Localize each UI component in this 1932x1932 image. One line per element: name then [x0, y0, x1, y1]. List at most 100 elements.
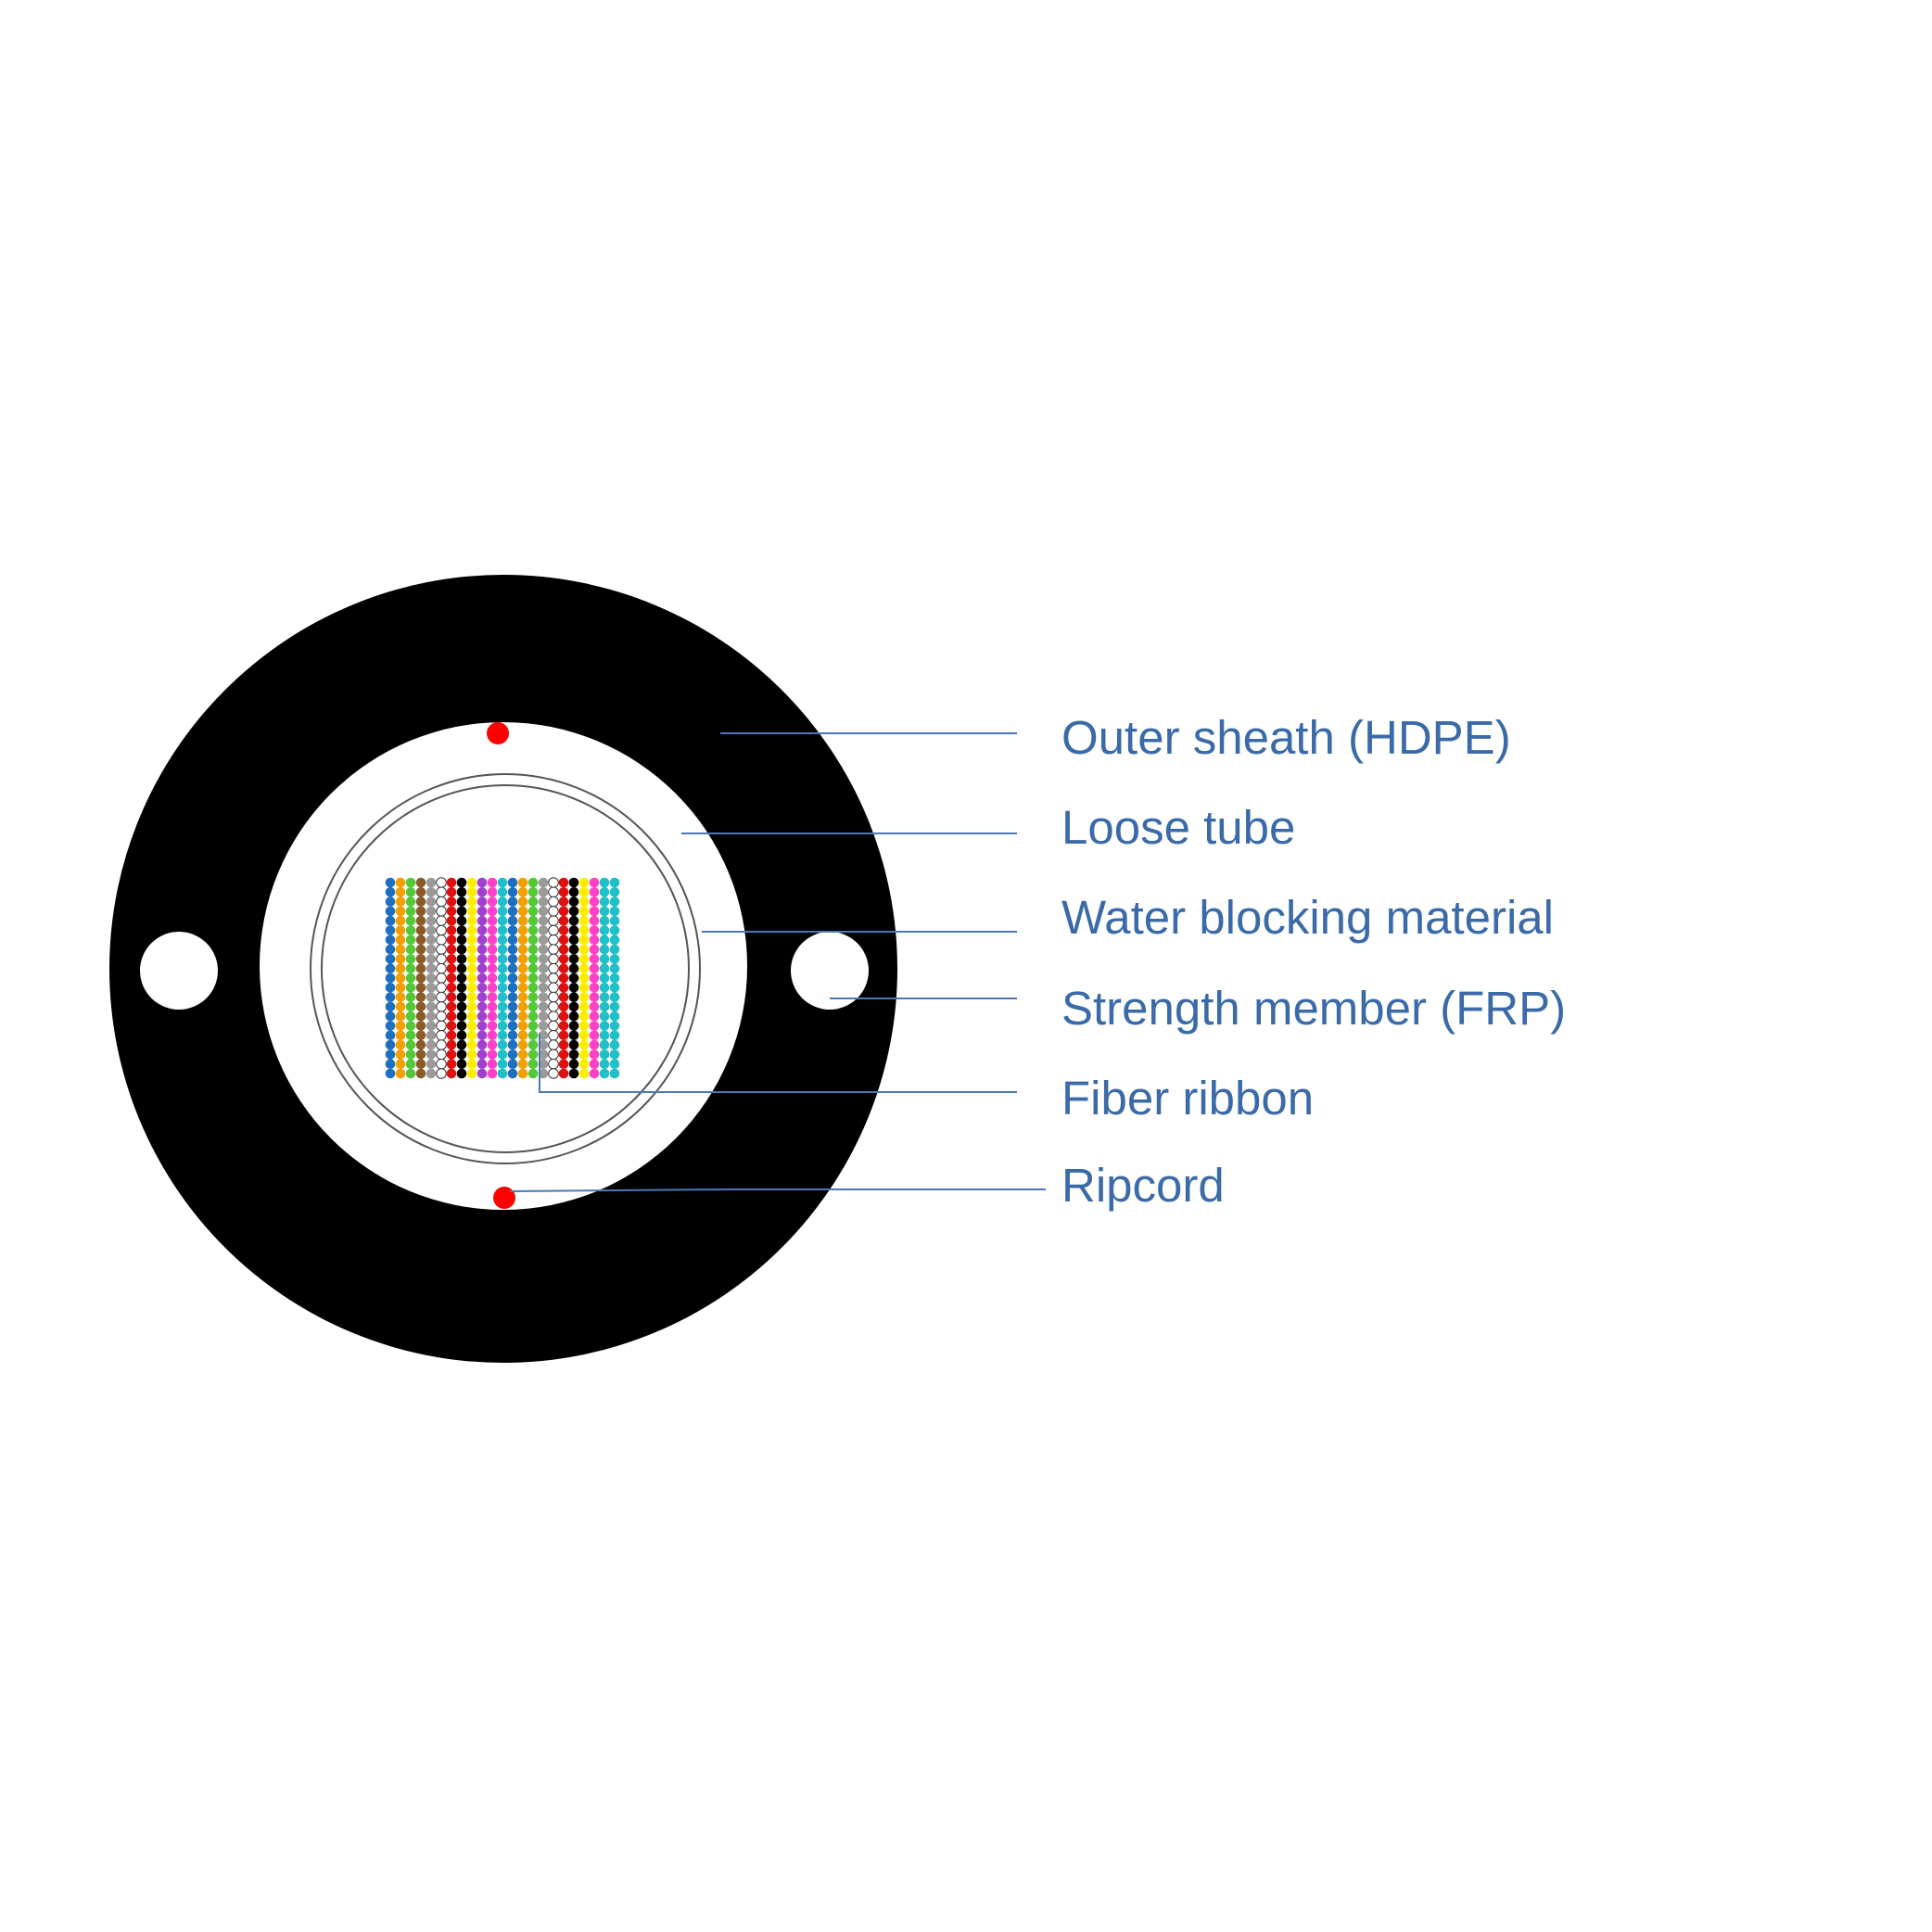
fiber-dot: [538, 896, 549, 907]
fiber-dot: [436, 1039, 447, 1050]
fiber-dot: [568, 954, 579, 964]
fiber-dot: [527, 877, 539, 888]
fiber-dot: [517, 1001, 528, 1012]
fiber-dot: [446, 972, 457, 984]
fiber-dot: [578, 983, 590, 993]
fiber-dot: [609, 1059, 620, 1069]
fiber-dot: [538, 954, 549, 964]
fiber-dot: [609, 992, 620, 1002]
fiber-dot: [548, 915, 559, 927]
fiber-dot: [527, 887, 539, 897]
fiber-dot: [527, 983, 539, 993]
fiber-dot: [415, 1059, 426, 1069]
fiber-dot: [609, 877, 620, 888]
fiber-dot: [456, 944, 467, 955]
fiber-dot: [599, 906, 610, 917]
fiber-dot: [599, 1049, 610, 1060]
fiber-dot: [609, 954, 620, 964]
fiber-dot: [527, 1059, 539, 1069]
fiber-dot: [507, 934, 518, 946]
fiber-dot: [426, 1021, 437, 1031]
fiber-dot: [548, 1068, 559, 1079]
fiber-dot: [558, 1021, 569, 1031]
fiber-dot: [548, 886, 559, 898]
fiber-dot: [405, 972, 416, 984]
fiber-dot: [599, 925, 610, 935]
fiber-dot: [436, 1001, 447, 1012]
label-strength-member: Strength member (FRP): [1061, 982, 1566, 1035]
fiber-dot: [385, 915, 396, 926]
fiber-dot: [487, 1068, 498, 1079]
fiber-dot: [538, 983, 549, 993]
fiber-dot: [568, 934, 579, 946]
fiber-dot: [477, 972, 488, 984]
fiber-dot: [497, 972, 508, 984]
fiber-dot: [599, 972, 610, 984]
fiber-dot: [568, 896, 579, 907]
leader-line-ripcord: [509, 1188, 1046, 1192]
fiber-dot: [589, 1001, 600, 1012]
fiber-dot: [609, 1030, 620, 1041]
fiber-dot: [589, 1039, 600, 1050]
fiber-dot: [405, 906, 416, 917]
fiber-dot: [589, 934, 600, 946]
fiber-dot: [568, 963, 579, 973]
fiber-dot: [548, 1058, 559, 1070]
fiber-dot: [599, 954, 610, 964]
fiber-dot: [507, 896, 518, 907]
fiber-dot: [385, 925, 396, 935]
fiber-dot: [405, 934, 416, 946]
fiber-dot: [589, 887, 600, 897]
fiber-dot: [517, 963, 528, 973]
fiber-dot: [507, 992, 518, 1002]
fiber-dot: [578, 1039, 590, 1050]
fiber-dot: [517, 1068, 528, 1079]
fiber-dot: [405, 925, 416, 935]
fiber-dot: [426, 1030, 437, 1041]
fiber-dot: [415, 925, 426, 935]
fiber-dot: [517, 954, 528, 964]
fiber-dot: [589, 877, 600, 888]
fiber-dot: [517, 887, 528, 897]
label-fiber-ribbon: Fiber ribbon: [1061, 1072, 1314, 1125]
fiber-dot: [395, 877, 406, 888]
fiber-dot: [487, 1001, 498, 1012]
fiber-dot: [466, 944, 477, 955]
fiber-dot: [568, 1030, 579, 1041]
fiber-dot: [456, 1010, 467, 1022]
fiber-dot: [415, 1010, 426, 1022]
fiber-dot: [395, 934, 406, 946]
fiber-dot: [477, 1001, 488, 1012]
fiber-dot: [426, 963, 437, 973]
fiber-dot: [517, 877, 528, 888]
fiber-dot: [589, 944, 600, 955]
fiber-dot: [589, 1059, 600, 1069]
strength-member-left: [140, 932, 218, 1010]
fiber-dot: [548, 972, 559, 984]
fiber-dot: [385, 954, 396, 964]
fiber-dot: [426, 1059, 437, 1069]
fiber-dot: [568, 887, 579, 897]
fiber-dot: [446, 963, 457, 973]
fiber-dot: [415, 1039, 426, 1050]
fiber-dot: [497, 1001, 508, 1012]
fiber-dot: [466, 1030, 477, 1041]
fiber-dot: [456, 906, 467, 917]
fiber-dot: [487, 1039, 498, 1050]
fiber-dot: [548, 896, 559, 908]
fiber-dot: [436, 877, 447, 888]
fiber-dot: [487, 906, 498, 917]
fiber-dot: [456, 992, 467, 1002]
fiber-dot: [456, 1001, 467, 1012]
fiber-dot: [538, 1030, 549, 1041]
fiber-dot: [487, 992, 498, 1002]
fiber-dot: [456, 915, 467, 926]
fiber-dot: [589, 1021, 600, 1031]
fiber-dot: [446, 925, 457, 935]
fiber-dot: [405, 963, 416, 973]
fiber-dot: [395, 925, 406, 935]
loose-tube-outer-ring: [310, 773, 701, 1164]
fiber-dot: [487, 1021, 498, 1031]
fiber-dot: [527, 915, 539, 926]
fiber-dot: [599, 896, 610, 907]
